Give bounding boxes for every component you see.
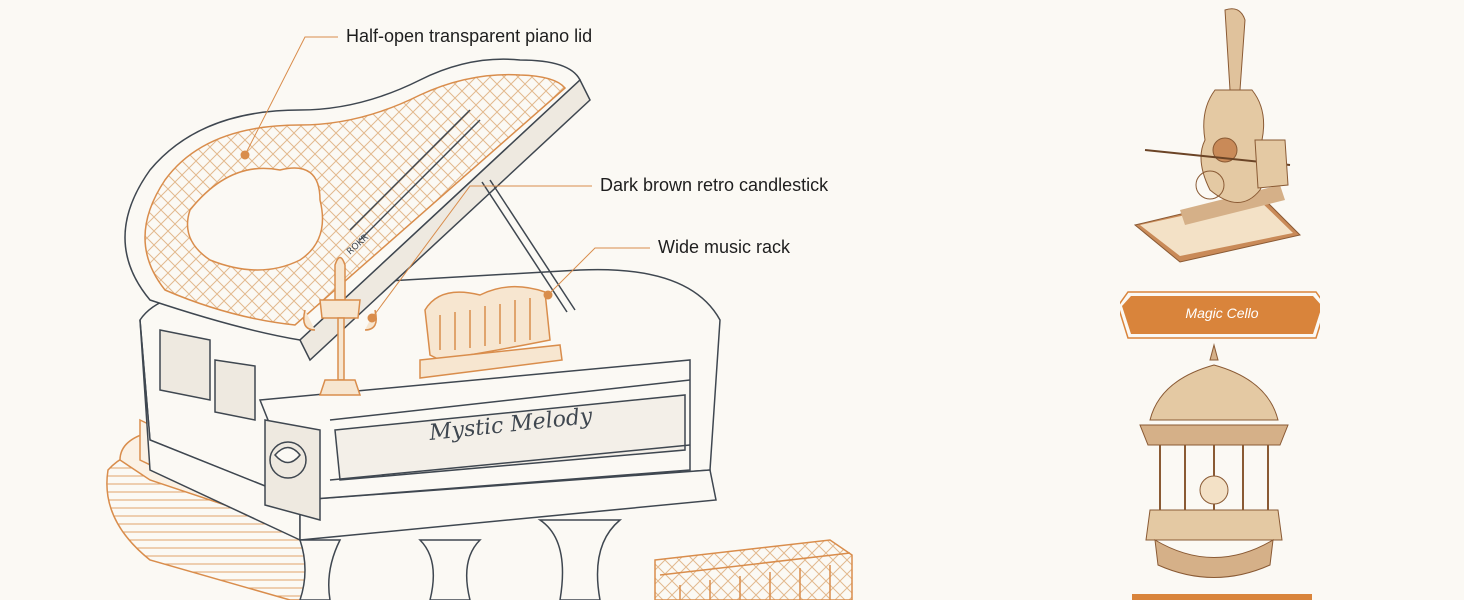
music-rack-callout-label: Wide music rack: [658, 237, 791, 257]
piano-body: [139, 268, 721, 600]
piano-bench: [654, 539, 853, 600]
candlestick-callout-label: Dark brown retro candlestick: [600, 175, 829, 195]
callout-lines: [240, 36, 650, 323]
magic-cello-tag[interactable]: Magic Cello: [1118, 288, 1326, 340]
lid-callout-label: Half-open transparent piano lid: [346, 26, 593, 46]
carousel-tag[interactable]: [1132, 594, 1312, 600]
magic-cello-label: Magic Cello: [1185, 305, 1259, 321]
product-thumbnails: [1120, 8, 1320, 578]
magic-cello-tag-shape: [1120, 291, 1320, 339]
carousel-model-icon[interactable]: [1139, 343, 1289, 578]
music-rack: [419, 285, 563, 379]
cello-model-icon[interactable]: [1133, 8, 1301, 263]
